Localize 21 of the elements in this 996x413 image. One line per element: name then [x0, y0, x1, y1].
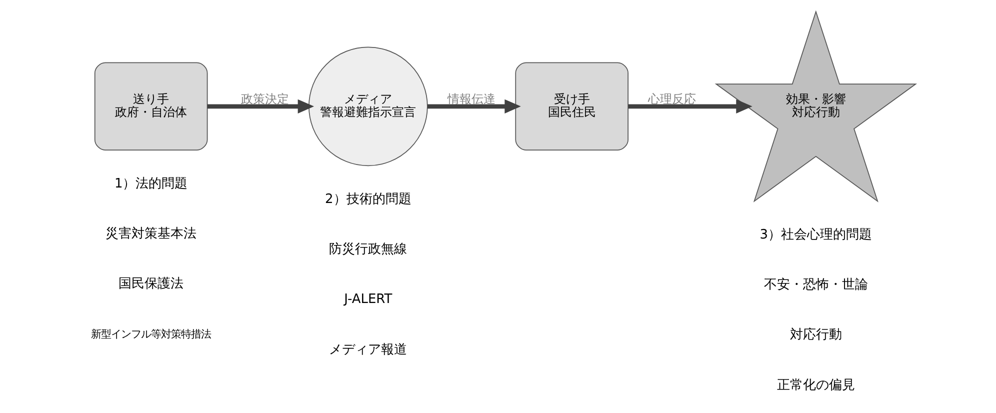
edge-label: 情報伝達: [447, 92, 496, 106]
label: J-ALERT: [344, 292, 392, 308]
label: 新型インフル等対策特措法: [90, 328, 211, 340]
label: 対応行動: [789, 328, 842, 343]
label: 災害対策基本法: [105, 226, 196, 242]
label: メディア報道: [328, 342, 407, 358]
label: 3）社会心理的問題: [759, 227, 872, 242]
edge-label: 政策決定: [240, 92, 288, 106]
node-box: 受け手 国民住民: [514, 62, 628, 151]
arrow: [628, 99, 752, 114]
node-circle: メディア 警報避難指示宣言: [308, 46, 428, 166]
label: 防災行政無線: [328, 242, 407, 258]
node-box: 送り手 政府・自治体: [94, 62, 208, 151]
edge-label: 心理反応: [648, 92, 696, 106]
label: 2）技術的問題: [324, 192, 411, 207]
label: 不安・恐怖・世論: [763, 277, 868, 292]
arrow: [206, 99, 314, 114]
label: 1）法的問題: [114, 176, 188, 192]
label: 正常化の偏見: [776, 378, 854, 393]
arrow: [426, 99, 520, 114]
label: 国民保護法: [118, 276, 184, 292]
